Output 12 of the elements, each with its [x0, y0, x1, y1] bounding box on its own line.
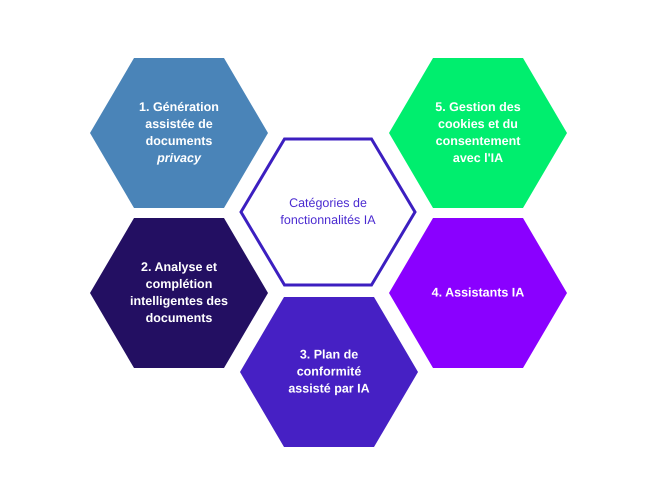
hexagon — [239, 137, 417, 287]
hexagon — [90, 58, 268, 208]
hexagon — [389, 218, 567, 368]
hexagon — [90, 218, 268, 368]
hexagon-label: 1. Génération assistée de documents privacy — [138, 99, 220, 167]
hexagon-label: 3. Plan de conformité assisté par IA — [287, 346, 371, 398]
hexagon — [389, 58, 567, 208]
hexagon — [240, 297, 418, 447]
hexagon-label: 5. Gestion des cookies et du consentement avec l'IA — [434, 99, 522, 167]
hexagon-label: 4. Assistants IA — [430, 284, 526, 302]
hexagon-label: 2. Analyse et complétion intelligentes des documents — [129, 259, 229, 327]
hexagon-label: Catégories de fonctionnalités IA — [279, 195, 377, 229]
